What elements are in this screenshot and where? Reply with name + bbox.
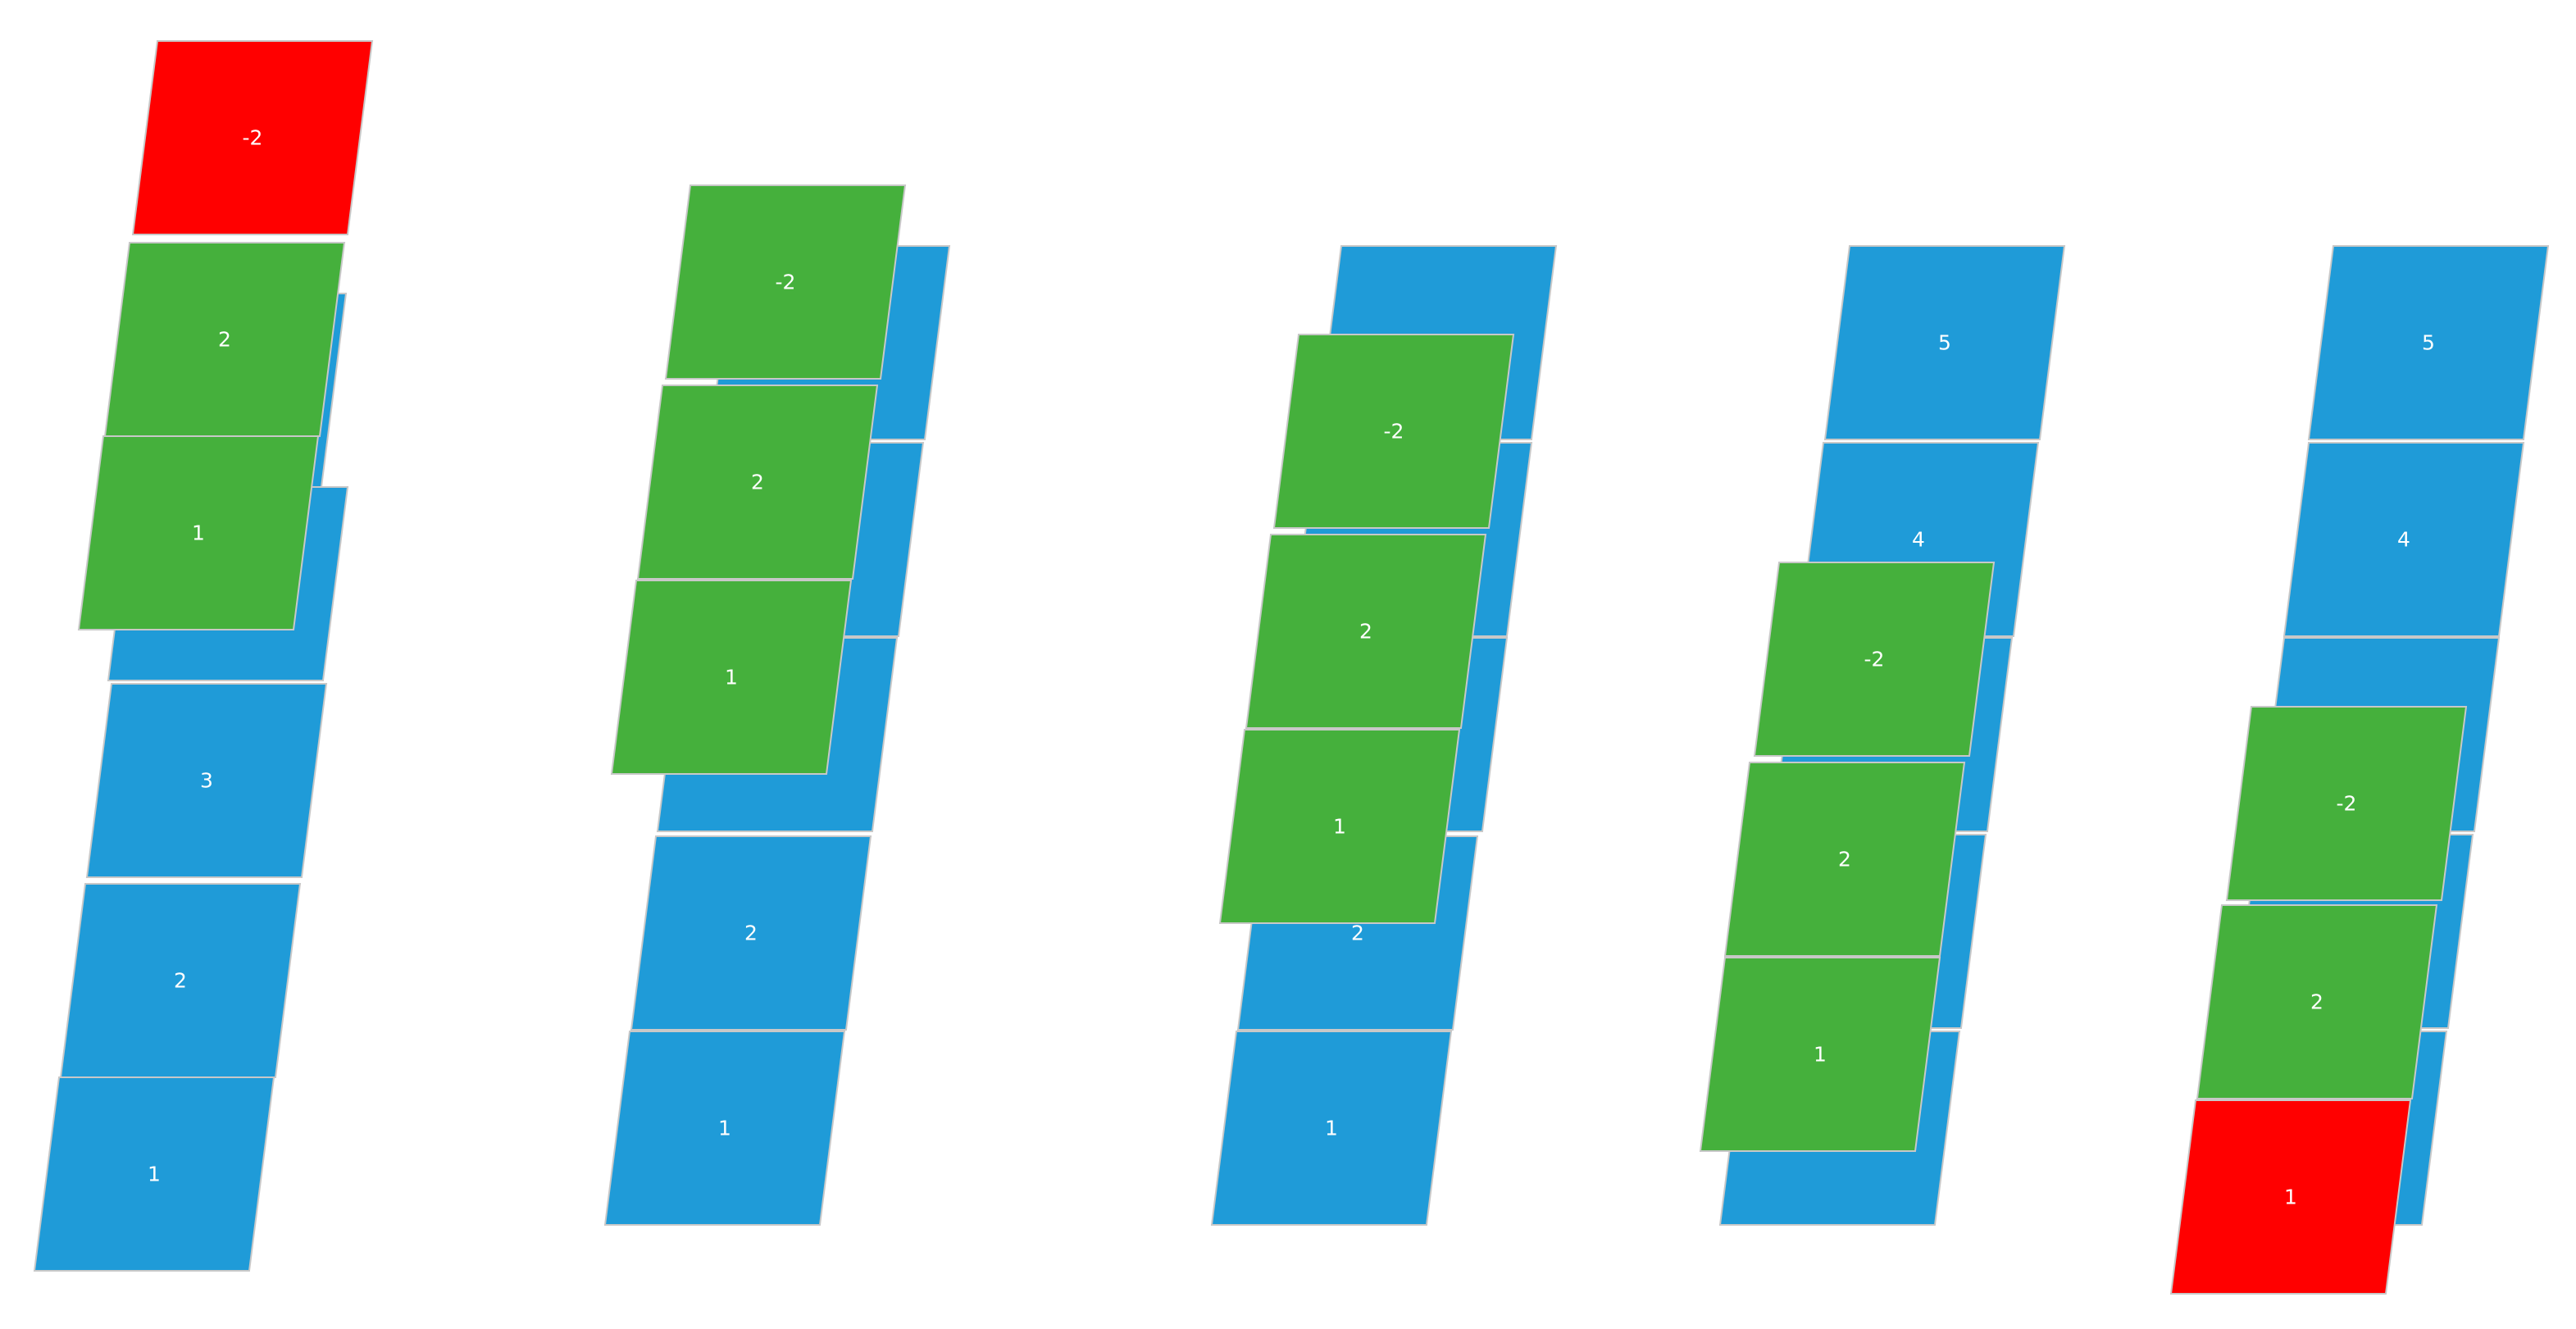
tile-label: 1 xyxy=(192,521,205,545)
column-4: 5 4 -2 2 1 xyxy=(1699,245,2066,1226)
tile-label: 2 xyxy=(2310,990,2323,1014)
tile-shape xyxy=(1245,534,1487,729)
tile-shape xyxy=(1699,957,1941,1152)
tile-label: 1 xyxy=(2284,1186,2297,1209)
tile-shape xyxy=(603,1031,846,1226)
tile-green: -2 xyxy=(2225,706,2468,901)
tile-blue: 1 xyxy=(603,1031,846,1226)
tile-label: -2 xyxy=(776,271,796,294)
tile-shape xyxy=(1723,762,1966,957)
tile-blue: 2 xyxy=(59,883,302,1078)
tile-label: 1 xyxy=(1325,1117,1338,1140)
tile-shape xyxy=(630,835,872,1031)
tile-shape xyxy=(2225,706,2468,901)
tile-shape xyxy=(2307,245,2550,440)
tile-shape xyxy=(1272,334,1515,529)
tile-green: 1 xyxy=(1218,729,1461,924)
column-1: 3 2 1 -2 2 1 xyxy=(33,40,374,1272)
tile-label: 1 xyxy=(1333,815,1346,839)
tile-label: 1 xyxy=(718,1117,731,1140)
tile-blue: 1 xyxy=(33,1076,275,1272)
tile-shape xyxy=(1218,729,1461,924)
tile-green: 1 xyxy=(1699,957,1941,1152)
tile-green: 2 xyxy=(2196,904,2438,1099)
tile-blue: 1 xyxy=(1210,1031,1453,1226)
tile-label: -2 xyxy=(243,126,263,150)
column-5: 5 4 -2 2 1 xyxy=(2169,245,2550,1295)
tile-shape xyxy=(664,184,907,380)
tile-green: 2 xyxy=(1723,762,1966,957)
tile-label: 5 xyxy=(2422,331,2435,355)
tile-blue: 2 xyxy=(630,835,872,1031)
tile-shape xyxy=(2282,442,2525,637)
tile-shape xyxy=(1753,562,1996,757)
tile-green: -2 xyxy=(1272,334,1515,529)
tile-red: 1 xyxy=(2169,1099,2412,1295)
tile-green: 1 xyxy=(610,580,853,775)
tile-red: -2 xyxy=(131,40,374,235)
tile-green: 1 xyxy=(77,435,320,630)
tile-label: 2 xyxy=(1359,620,1372,644)
tile-green: 2 xyxy=(103,242,346,437)
tile-label: -2 xyxy=(1864,648,1885,671)
tile-label: 1 xyxy=(148,1163,161,1186)
tile-blue: 4 xyxy=(2282,442,2525,637)
tile-blue: 5 xyxy=(2307,245,2550,440)
tile-label: 1 xyxy=(725,666,738,690)
tile-shape xyxy=(1823,245,2066,440)
tile-shape xyxy=(85,683,328,878)
tile-shape xyxy=(636,385,879,580)
tile-shape xyxy=(131,40,374,235)
tile-label: -2 xyxy=(2337,792,2357,816)
tile-shape xyxy=(2196,904,2438,1099)
tile-shape xyxy=(77,435,320,630)
tile-label: 2 xyxy=(744,922,758,945)
tile-label: 3 xyxy=(200,769,213,793)
tile-blue: 5 xyxy=(1823,245,2066,440)
tile-green: 2 xyxy=(1245,534,1487,729)
tile-green: -2 xyxy=(1753,562,1996,757)
tile-label: 1 xyxy=(1814,1043,1827,1067)
column-3: 521-221 xyxy=(1210,245,1558,1226)
tile-label: 2 xyxy=(1351,922,1364,945)
column-2: 2 1 -2 2 1 xyxy=(603,184,951,1226)
tile-label: 2 xyxy=(1838,848,1851,872)
tile-shape xyxy=(2169,1099,2412,1295)
tile-label: 2 xyxy=(751,471,764,494)
tile-blue: 3 xyxy=(85,683,328,878)
tile-label: 2 xyxy=(174,969,187,993)
tile-label: 4 xyxy=(2397,528,2410,552)
tile-label: 4 xyxy=(1912,528,1925,552)
tile-green: 2 xyxy=(636,385,879,580)
tile-shape xyxy=(1210,1031,1453,1226)
tile-label: 2 xyxy=(218,328,231,352)
tile-shape xyxy=(33,1076,275,1272)
tile-green: -2 xyxy=(664,184,907,380)
tile-label: -2 xyxy=(1384,420,1404,444)
tile-label: 5 xyxy=(1938,331,1951,355)
tile-shape xyxy=(610,580,853,775)
